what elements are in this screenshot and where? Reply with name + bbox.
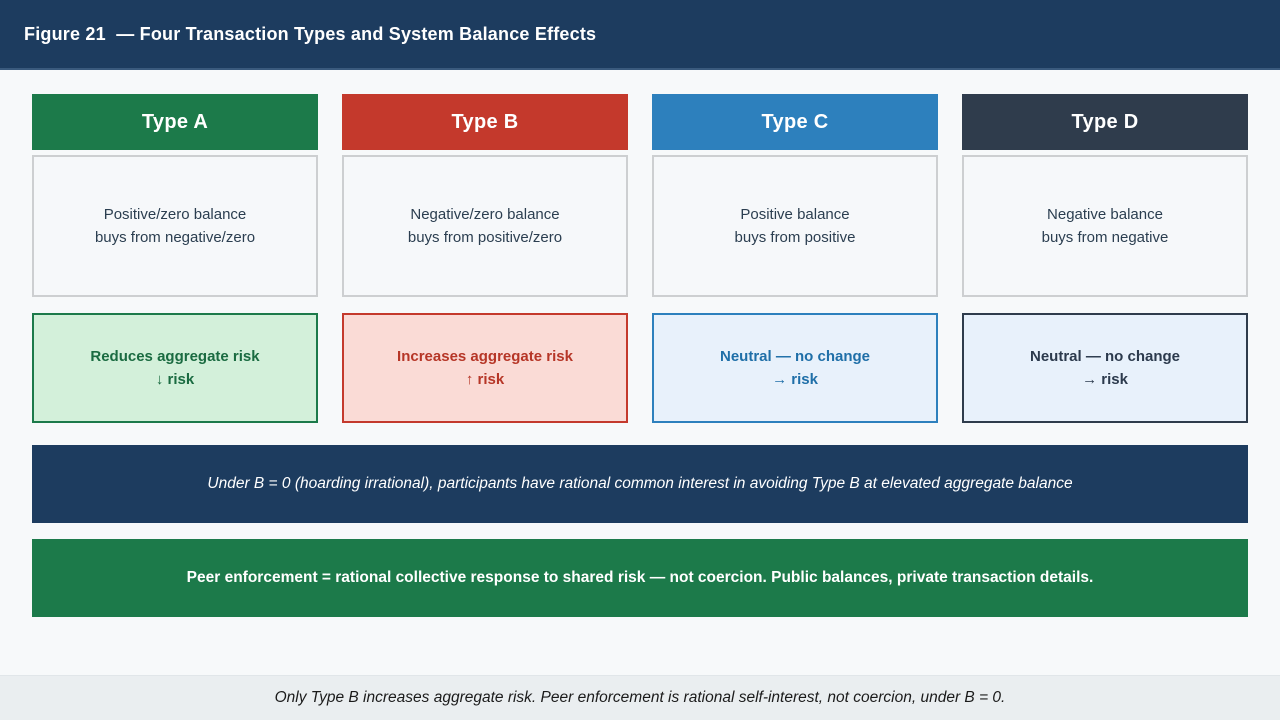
effect-box-a: Reduces aggregate risk ↓ risk (32, 313, 318, 423)
transaction-type-column-a: Type A Positive/zero balance buys from n… (32, 94, 318, 423)
description-text-b: Negative/zero balance buys from positive… (407, 205, 563, 246)
figure-header-bar: Figure 21 — Four Transaction Types and S… (0, 0, 1280, 70)
type-header-d[interactable]: Type D (962, 94, 1248, 150)
description-box-b: Negative/zero balance buys from positive… (342, 155, 628, 297)
effect-text-b: Increases aggregate risk ↑ risk (397, 347, 573, 388)
banner-peer-enforcement: Peer enforcement = rational collective r… (32, 539, 1248, 617)
banner-text-secondary: Peer enforcement = rational collective r… (186, 569, 1094, 586)
description-box-c: Positive balance buys from positive (652, 155, 938, 297)
transaction-type-columns: Type A Positive/zero balance buys from n… (32, 94, 1248, 423)
banner-rational-common-interest: Under B = 0 (hoarding irrational), parti… (32, 445, 1248, 523)
effect-text-c: Neutral — no change → risk (719, 347, 871, 388)
transaction-type-column-b: Type B Negative/zero balance buys from p… (342, 94, 628, 423)
effect-box-b: Increases aggregate risk ↑ risk (342, 313, 628, 423)
description-box-d: Negative balance buys from negative (962, 155, 1248, 297)
figure-title: Figure 21 — Four Transaction Types and S… (24, 23, 597, 44)
effect-box-d: Neutral — no change → risk (962, 313, 1248, 423)
type-header-c[interactable]: Type C (652, 94, 938, 150)
description-text-d: Negative balance buys from negative (1041, 205, 1169, 246)
description-box-a: Positive/zero balance buys from negative… (32, 155, 318, 297)
type-header-a[interactable]: Type A (32, 94, 318, 150)
effect-text-a: Reduces aggregate risk ↓ risk (90, 347, 260, 388)
transaction-type-column-c: Type C Positive balance buys from positi… (652, 94, 938, 423)
effect-box-c: Neutral — no change → risk (652, 313, 938, 423)
description-text-c: Positive balance buys from positive (734, 205, 856, 246)
effect-text-d: Neutral — no change → risk (1029, 347, 1181, 388)
banner-text-primary: Under B = 0 (hoarding irrational), parti… (207, 475, 1073, 492)
figure-footer-bar: Only Type B increases aggregate risk. Pe… (0, 675, 1280, 720)
figure-caption: Only Type B increases aggregate risk. Pe… (274, 689, 1006, 706)
type-header-b[interactable]: Type B (342, 94, 628, 150)
transaction-type-column-d: Type D Negative balance buys from negati… (962, 94, 1248, 423)
figure-canvas: Type A Positive/zero balance buys from n… (0, 70, 1280, 720)
description-text-a: Positive/zero balance buys from negative… (94, 205, 256, 246)
